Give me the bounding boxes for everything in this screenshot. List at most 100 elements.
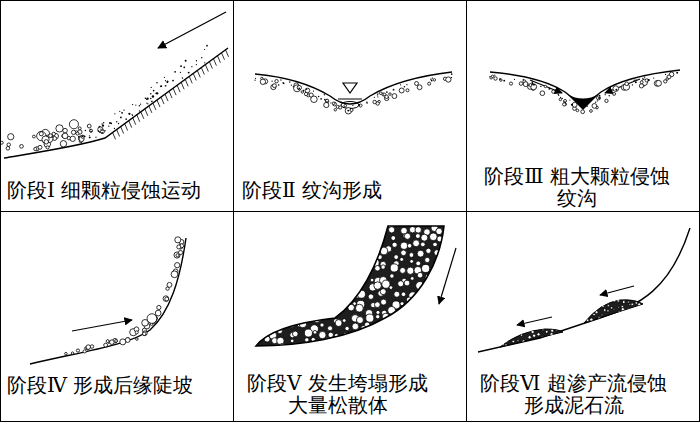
clast bbox=[262, 346, 267, 351]
soil-particle bbox=[110, 340, 115, 345]
soil-particle bbox=[151, 100, 152, 101]
soil-particle bbox=[523, 79, 524, 80]
soil-particle bbox=[503, 80, 505, 82]
clast bbox=[268, 258, 276, 266]
clast bbox=[537, 303, 540, 306]
soil-particle bbox=[101, 123, 102, 124]
clast bbox=[526, 324, 528, 326]
slope-hatch bbox=[185, 79, 188, 86]
soil-particle bbox=[132, 115, 133, 116]
movement-arrow bbox=[605, 79, 640, 93]
clast bbox=[265, 323, 269, 327]
clast bbox=[296, 246, 300, 250]
soil-particle bbox=[417, 85, 422, 90]
clast bbox=[590, 301, 593, 304]
soil-particle bbox=[406, 84, 407, 85]
clast bbox=[332, 301, 338, 307]
soil-particle bbox=[135, 331, 138, 334]
clast bbox=[281, 217, 285, 221]
clast bbox=[297, 315, 303, 321]
clast bbox=[367, 336, 374, 343]
soil-particle bbox=[89, 137, 91, 139]
soil-particle bbox=[95, 137, 96, 138]
soil-particle bbox=[44, 140, 48, 144]
clast bbox=[571, 337, 573, 339]
soil-particle bbox=[71, 130, 75, 134]
clast bbox=[632, 297, 635, 300]
soil-particle bbox=[56, 125, 63, 132]
clast bbox=[629, 303, 631, 305]
clast bbox=[408, 316, 413, 321]
clast bbox=[324, 312, 330, 318]
clast bbox=[325, 346, 332, 353]
soil-particle bbox=[344, 104, 347, 107]
clast bbox=[428, 325, 434, 331]
soil-particle bbox=[102, 129, 103, 130]
clast bbox=[639, 346, 640, 347]
clast bbox=[358, 338, 365, 345]
clast bbox=[568, 298, 571, 301]
clast bbox=[548, 297, 550, 299]
clast bbox=[343, 351, 347, 355]
clast bbox=[337, 282, 341, 286]
clast bbox=[362, 332, 368, 338]
clast bbox=[602, 338, 604, 340]
clast bbox=[536, 323, 539, 326]
clast bbox=[533, 297, 535, 299]
soil-particle bbox=[153, 90, 155, 92]
soil-particle bbox=[151, 87, 152, 88]
clast bbox=[556, 305, 558, 307]
clast bbox=[556, 323, 558, 325]
clast bbox=[435, 294, 439, 298]
soil-particle bbox=[78, 136, 83, 141]
clast bbox=[371, 239, 379, 247]
clast bbox=[364, 331, 369, 336]
clast bbox=[370, 278, 374, 282]
clast bbox=[313, 330, 317, 334]
clast bbox=[320, 323, 324, 327]
soil-particle bbox=[656, 80, 662, 86]
soil-particle bbox=[377, 96, 378, 97]
soil-particle bbox=[334, 109, 336, 111]
soil-particle bbox=[174, 71, 176, 73]
soil-particle bbox=[145, 97, 147, 99]
soil-particle bbox=[332, 102, 334, 104]
clast bbox=[342, 295, 346, 299]
clast bbox=[640, 306, 642, 308]
clast bbox=[410, 277, 414, 281]
clast bbox=[281, 296, 287, 302]
clast bbox=[605, 328, 608, 331]
clast bbox=[335, 265, 340, 270]
clast bbox=[322, 281, 327, 286]
clast bbox=[294, 232, 301, 239]
clast bbox=[551, 329, 554, 332]
clast bbox=[280, 256, 287, 263]
soil-particle bbox=[324, 94, 325, 95]
soil-particle bbox=[639, 84, 643, 88]
clast bbox=[598, 294, 600, 296]
clast bbox=[367, 238, 372, 243]
gully-surface bbox=[255, 72, 452, 104]
clast bbox=[571, 315, 573, 317]
clast bbox=[593, 305, 595, 307]
clast bbox=[392, 325, 400, 333]
clast bbox=[588, 312, 590, 314]
clast bbox=[558, 336, 560, 338]
clast bbox=[606, 336, 609, 339]
soil-particle bbox=[318, 96, 320, 98]
clast bbox=[433, 303, 440, 310]
clast bbox=[383, 322, 387, 326]
clast bbox=[612, 346, 614, 348]
clast bbox=[610, 307, 612, 309]
clast bbox=[327, 326, 332, 331]
coarse-deposit bbox=[567, 94, 599, 110]
stage-panel: 阶段Ⅰ 细颗粒侵蚀运动 bbox=[0, 0, 234, 212]
clast bbox=[301, 224, 307, 230]
clast bbox=[335, 229, 341, 235]
soil-particle bbox=[304, 92, 307, 95]
clast bbox=[356, 317, 363, 324]
soil-particle bbox=[430, 78, 431, 79]
clast bbox=[564, 299, 566, 301]
clast bbox=[358, 237, 365, 244]
clast bbox=[386, 333, 392, 339]
